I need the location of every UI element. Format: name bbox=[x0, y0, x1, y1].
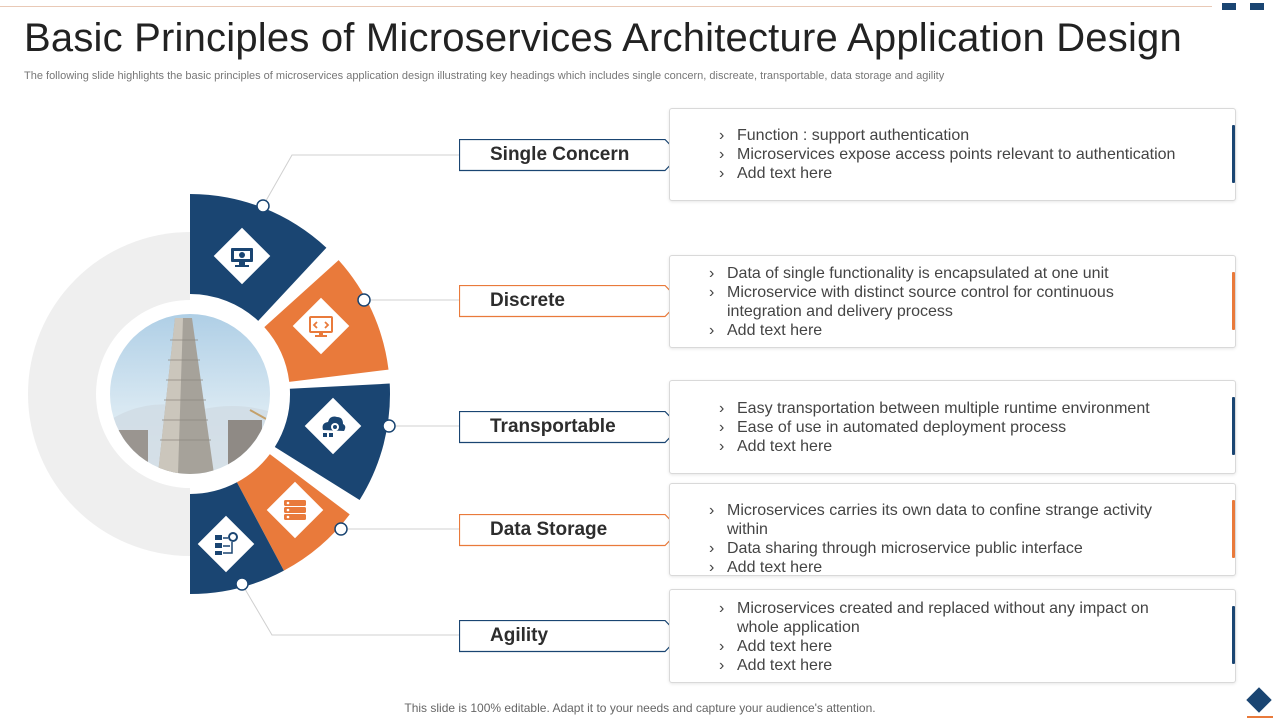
top-corner-square bbox=[1250, 3, 1264, 10]
top-corner-square bbox=[1222, 3, 1236, 10]
principle-label: Single Concern bbox=[459, 139, 681, 172]
principles-wheel bbox=[28, 154, 460, 636]
bullet-item: Microservices created and replaced witho… bbox=[719, 599, 1179, 637]
card-accent-bar bbox=[1232, 606, 1235, 664]
principle-label-text: Single Concern bbox=[490, 144, 630, 165]
bullet-item: Add text here bbox=[709, 321, 1179, 340]
bullet-item: Data of single functionality is encapsul… bbox=[709, 264, 1179, 283]
bullet-list: Function : support authenticationMicrose… bbox=[719, 126, 1179, 183]
bullet-list: Easy transportation between multiple run… bbox=[719, 399, 1179, 456]
footer-note: This slide is 100% editable. Adapt it to… bbox=[404, 701, 876, 715]
bullet-item: Add text here bbox=[719, 637, 1179, 656]
bullet-item: Function : support authentication bbox=[719, 126, 1179, 145]
bullet-item: Data sharing through microservice public… bbox=[709, 539, 1179, 558]
bullet-item: Add text here bbox=[719, 164, 1179, 183]
bullet-item: Add text here bbox=[719, 656, 1179, 675]
top-accent-line bbox=[0, 6, 1212, 7]
bullet-item: Microservices expose access points relev… bbox=[719, 145, 1179, 164]
principle-label: Data Storage bbox=[459, 514, 681, 547]
connector-dot bbox=[382, 419, 396, 433]
bullet-list: Data of single functionality is encapsul… bbox=[709, 264, 1179, 340]
principle-detail-card: Data of single functionality is encapsul… bbox=[669, 255, 1236, 348]
page-subtitle: The following slide highlights the basic… bbox=[24, 70, 945, 82]
card-accent-bar bbox=[1232, 125, 1235, 183]
bullet-item: Microservices carries its own data to co… bbox=[709, 501, 1179, 539]
bullet-item: Easy transportation between multiple run… bbox=[719, 399, 1179, 418]
page-title: Basic Principles of Microservices Archit… bbox=[24, 16, 1182, 60]
principle-label-text: Transportable bbox=[490, 416, 616, 437]
principle-label-text: Data Storage bbox=[490, 519, 608, 540]
principle-label-text: Agility bbox=[490, 625, 549, 646]
card-accent-bar bbox=[1232, 397, 1235, 455]
connector-lines bbox=[241, 154, 460, 636]
bullet-item: Ease of use in automated deployment proc… bbox=[719, 418, 1179, 437]
principle-label: Agility bbox=[459, 620, 681, 653]
principle-detail-card: Microservices created and replaced witho… bbox=[669, 589, 1236, 683]
bullet-list: Microservices carries its own data to co… bbox=[709, 501, 1179, 577]
principle-detail-card: Easy transportation between multiple run… bbox=[669, 380, 1236, 474]
principle-label: Transportable bbox=[459, 411, 681, 444]
bullet-item: Microservice with distinct source contro… bbox=[709, 283, 1179, 321]
bullet-item: Add text here bbox=[709, 558, 1179, 577]
connector-dot bbox=[235, 577, 249, 591]
principle-detail-card: Function : support authenticationMicrose… bbox=[669, 108, 1236, 201]
connector-dot bbox=[256, 199, 270, 213]
connector-dot bbox=[334, 522, 348, 536]
bullet-list: Microservices created and replaced witho… bbox=[719, 599, 1179, 675]
connector-dots bbox=[235, 199, 396, 591]
bullet-item: Add text here bbox=[719, 437, 1179, 456]
card-accent-bar bbox=[1232, 500, 1235, 558]
principle-label-text: Discrete bbox=[490, 290, 565, 311]
principle-detail-card: Microservices carries its own data to co… bbox=[669, 483, 1236, 577]
card-accent-bar bbox=[1232, 272, 1235, 330]
corner-accent-line bbox=[1247, 716, 1273, 718]
principle-label: Discrete bbox=[459, 285, 681, 318]
connector-dot bbox=[357, 293, 371, 307]
